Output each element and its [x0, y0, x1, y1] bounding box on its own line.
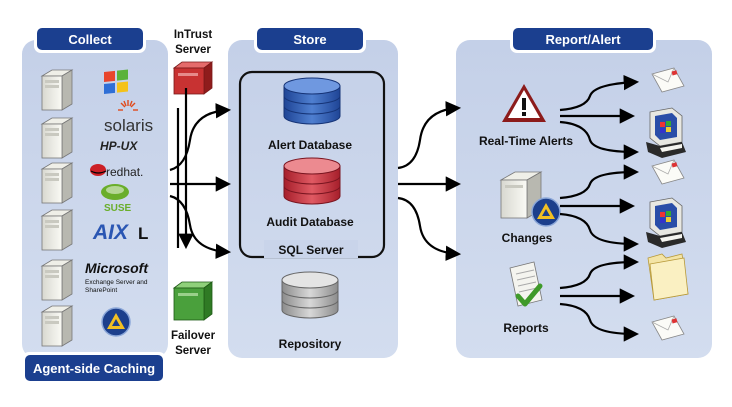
failover-label-line1: Failover [171, 330, 216, 342]
folder-icon [647, 253, 689, 301]
caching-header-label: Agent-side Caching [33, 361, 155, 376]
audit-database-icon [283, 157, 341, 205]
failover-server-icon [172, 281, 214, 321]
audit-database-label: Audit Database [266, 215, 354, 229]
report-header-label: Report/Alert [545, 32, 621, 47]
caching-header: Agent-side Caching [22, 352, 166, 384]
store-arrows [397, 101, 462, 261]
alert-database-label: Alert Database [268, 138, 352, 152]
report-header: Report/Alert [510, 25, 656, 53]
changes-label: Changes [502, 231, 553, 245]
aix-logo-icon: AIX L [92, 221, 148, 244]
report-document-icon [509, 261, 543, 307]
desktop-monitor-icon [645, 197, 687, 249]
solaris-logo-text: solaris [104, 116, 153, 135]
real-time-alerts-label: Real-Time Alerts [479, 134, 573, 148]
intrust-label-line1: InTrust [174, 29, 213, 41]
warning-triangle-icon [502, 84, 546, 122]
product-emblem-icon [531, 197, 561, 227]
redhat-logo-icon: redhat. [90, 164, 143, 179]
desktop-monitor-icon [645, 107, 687, 159]
server-icon [41, 117, 73, 159]
intrust-server-icon [172, 61, 214, 95]
server-icon [41, 259, 73, 301]
failover-label-line2: Server [175, 345, 211, 357]
aix-logo-suffix: L [138, 224, 148, 243]
product-emblem-icon [101, 307, 131, 337]
reports-label: Reports [503, 321, 549, 335]
alert-database-icon [283, 77, 341, 125]
suse-logo-icon: SUSE [101, 184, 132, 214]
server-icon [41, 162, 73, 204]
store-header-label: Store [293, 32, 326, 47]
microsoft-logo-text: Microsoft [85, 260, 149, 276]
redhat-logo-text: redhat. [106, 165, 143, 179]
collect-header-label: Collect [68, 32, 112, 47]
repository-label: Repository [279, 337, 342, 351]
exchange-line-1: Exchange Server and [85, 279, 148, 286]
server-icon [41, 305, 73, 347]
intrust-label-line2: Server [175, 44, 211, 56]
store-header: Store [254, 25, 366, 53]
sql-server-label-bg [264, 240, 358, 258]
report-arrows [559, 74, 640, 342]
aix-logo-text: AIX [92, 221, 130, 244]
solaris-logo-icon: solaris [104, 100, 153, 135]
collect-arrows [169, 88, 232, 259]
hpux-logo-icon: HP-UX [100, 139, 138, 153]
server-icon [41, 69, 73, 111]
repository-icon [281, 271, 339, 319]
collect-header: Collect [34, 25, 146, 53]
suse-logo-text: SUSE [104, 203, 132, 214]
microsoft-logo-icon: Microsoft Exchange Server and SharePoint [85, 260, 149, 294]
server-icon [41, 209, 73, 251]
windows-logo-icon [104, 69, 128, 94]
exchange-line-2: SharePoint [85, 287, 117, 294]
sql-server-label: SQL Server [278, 243, 343, 257]
